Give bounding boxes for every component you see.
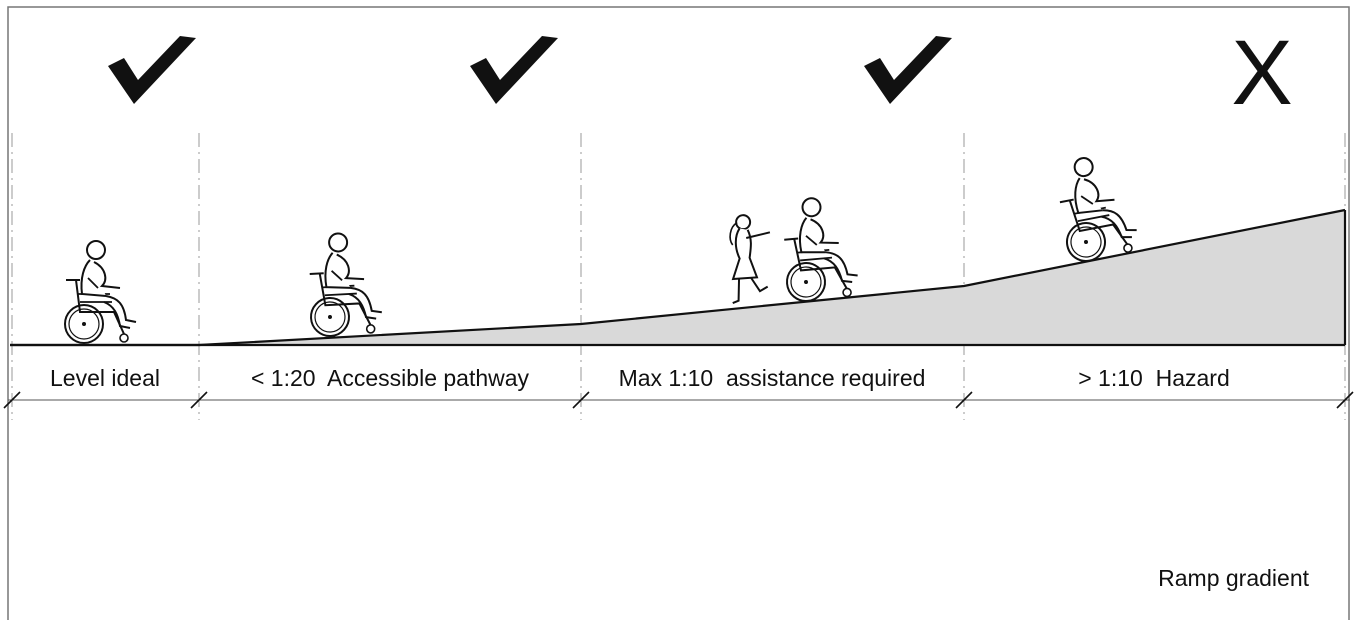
segment-label: < 1:20 Accessible pathway (251, 365, 530, 391)
wheelchair-user-figure (305, 230, 384, 338)
helper-figure (725, 212, 776, 305)
checkmark-icon (864, 36, 952, 104)
checkmark-icon (108, 36, 196, 104)
segment-label: Level ideal (50, 365, 160, 391)
wheelchair-user-figure (64, 240, 137, 344)
checkmark-icon (470, 36, 558, 104)
wheelchair-user-figure (778, 193, 861, 304)
cross-icon: X (1231, 22, 1292, 124)
segment-label: > 1:10 Hazard (1078, 365, 1230, 391)
wheelchair-user-figure (1050, 149, 1142, 266)
ramp-fill (199, 210, 1345, 345)
diagram-frame (7, 6, 1350, 625)
diagram-caption: Ramp gradient (1158, 565, 1309, 591)
dimension-line (3, 391, 1354, 409)
segment-label: Max 1:10 assistance required (619, 365, 926, 391)
